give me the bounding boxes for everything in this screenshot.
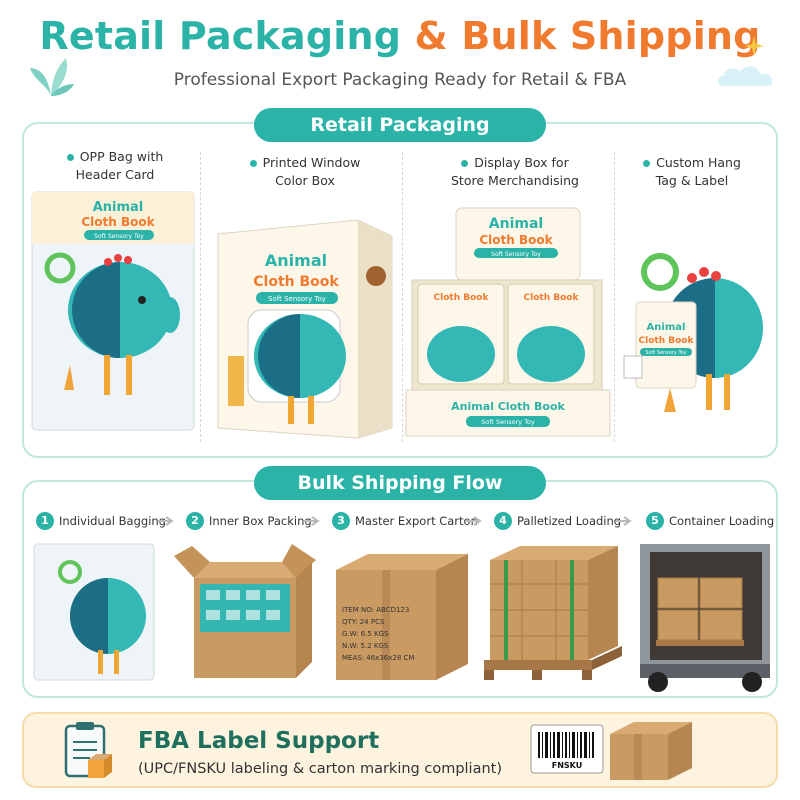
arrow-right-icon [616, 516, 632, 526]
svg-text:Animal: Animal [93, 200, 144, 215]
column-divider [402, 152, 403, 442]
svg-text:ITEM NO: ABCD123: ITEM NO: ABCD123 [342, 606, 409, 614]
svg-text:FNSKU: FNSKU [552, 761, 582, 770]
svg-text:Cloth Book: Cloth Book [524, 293, 580, 303]
sparkle-icon [744, 36, 764, 56]
svg-text:Animal Cloth Book: Animal Cloth Book [451, 400, 565, 413]
svg-text:Cloth Book: Cloth Book [639, 336, 695, 346]
svg-text:Soft Sensory Toy: Soft Sensory Toy [481, 418, 535, 426]
pallet-image [484, 546, 622, 680]
inner-box-image [174, 544, 316, 678]
clipboard-icon [64, 722, 112, 778]
svg-text:Soft Sensory Toy: Soft Sensory Toy [94, 233, 144, 240]
arrow-right-icon [304, 516, 320, 526]
bulk-shipping-heading: Bulk Shipping Flow [254, 466, 546, 500]
leaf-icon [30, 58, 74, 96]
display-box-image: Animal Cloth Book Soft Sensory Toy Cloth… [405, 207, 611, 437]
individual-bag-image [33, 543, 155, 681]
svg-text:Cloth Book: Cloth Book [434, 293, 490, 303]
retail-packaging-heading: Retail Packaging [254, 108, 546, 142]
cloud-icon [718, 66, 773, 86]
title-part2: & Bulk Shipping [414, 14, 761, 58]
svg-text:Soft Sensory Toy: Soft Sensory Toy [268, 295, 326, 303]
arrow-right-icon [158, 516, 174, 526]
page-title: Retail Packaging & Bulk Shipping [0, 14, 800, 58]
svg-text:QTY: 24 PCS: QTY: 24 PCS [342, 618, 385, 626]
svg-text:Cloth Book: Cloth Book [81, 215, 155, 229]
title-part1: Retail Packaging [39, 14, 402, 58]
svg-text:G.W: 6.5 KGS: G.W: 6.5 KGS [342, 630, 389, 638]
svg-text:Animal: Animal [265, 251, 327, 270]
svg-text:Soft Sensory Toy: Soft Sensory Toy [645, 350, 686, 356]
hang-tag-image: Animal Cloth Book Soft Sensory Toy [623, 253, 763, 412]
svg-text:Cloth Book: Cloth Book [479, 233, 553, 247]
container-truck-image [640, 544, 770, 692]
column-divider [614, 152, 615, 442]
barcode-icon: FNSKU [530, 724, 604, 774]
window-color-box-image: Animal Cloth Book Soft Sensory Toy [217, 219, 393, 439]
column-divider [200, 152, 201, 442]
arrow-right-icon [466, 516, 482, 526]
fba-title: FBA Label Support [138, 728, 380, 754]
page-subtitle: Professional Export Packaging Ready for … [173, 70, 627, 90]
svg-text:MEAS: 46x36x28 CM: MEAS: 46x36x28 CM [342, 654, 414, 662]
svg-text:Animal: Animal [647, 322, 686, 333]
opp-bag-image: Animal Cloth Book Soft Sensory Toy [31, 191, 195, 431]
fba-carton-image [610, 722, 692, 780]
master-carton-image: ITEM NO: ABCD123 QTY: 24 PCS G.W: 6.5 KG… [336, 554, 468, 680]
svg-text:Cloth Book: Cloth Book [253, 274, 339, 290]
svg-text:Soft Sensory Toy: Soft Sensory Toy [491, 251, 541, 258]
svg-text:Animal: Animal [489, 216, 543, 232]
svg-text:N.W: 5.2 KGS: N.W: 5.2 KGS [342, 642, 389, 650]
fba-subtitle: (UPC/FNSKU labeling & carton marking com… [138, 761, 502, 777]
